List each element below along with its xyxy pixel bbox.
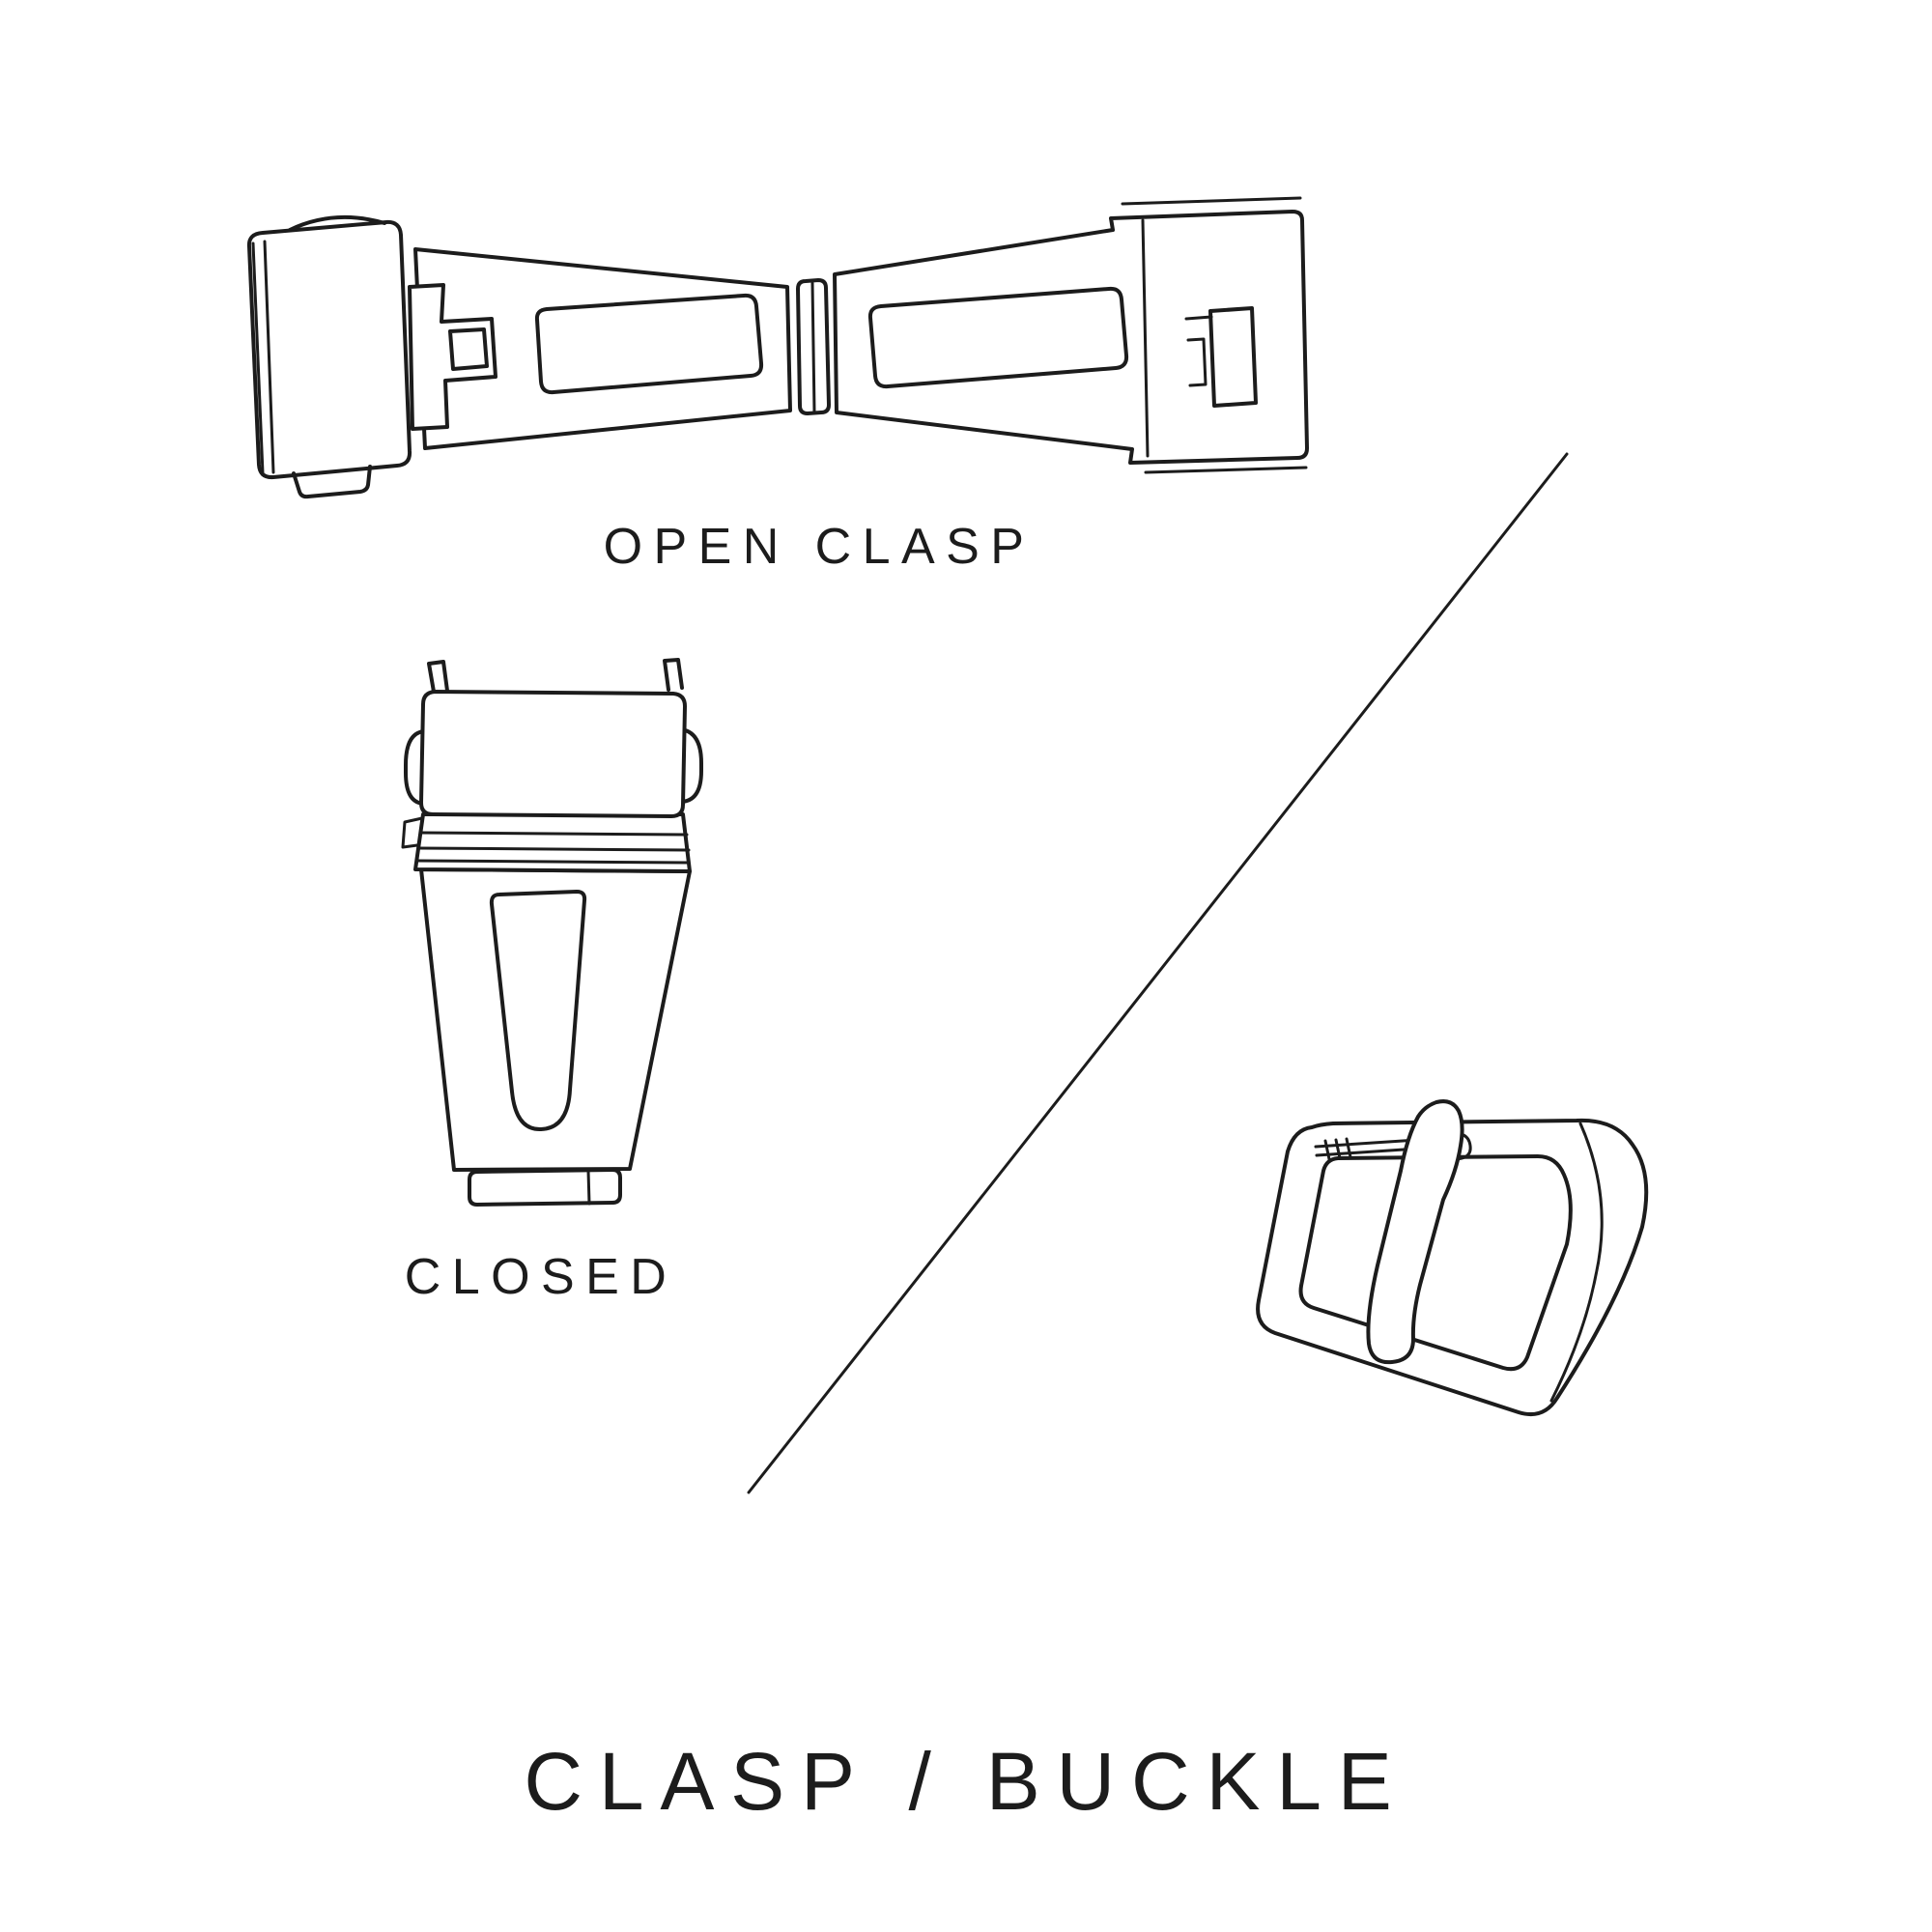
page-title: CLASP / BUCKLE — [524, 1736, 1408, 1827]
closed-label: CLOSED — [404, 1249, 678, 1305]
tang-buckle-illustration — [1256, 1099, 1649, 1417]
open-clasp-label: OPEN CLASP — [603, 519, 1036, 575]
closed-clasp-illustration — [401, 658, 703, 1207]
open-clasp-illustration — [246, 196, 1309, 499]
diagonal-divider-line — [747, 452, 1569, 1494]
